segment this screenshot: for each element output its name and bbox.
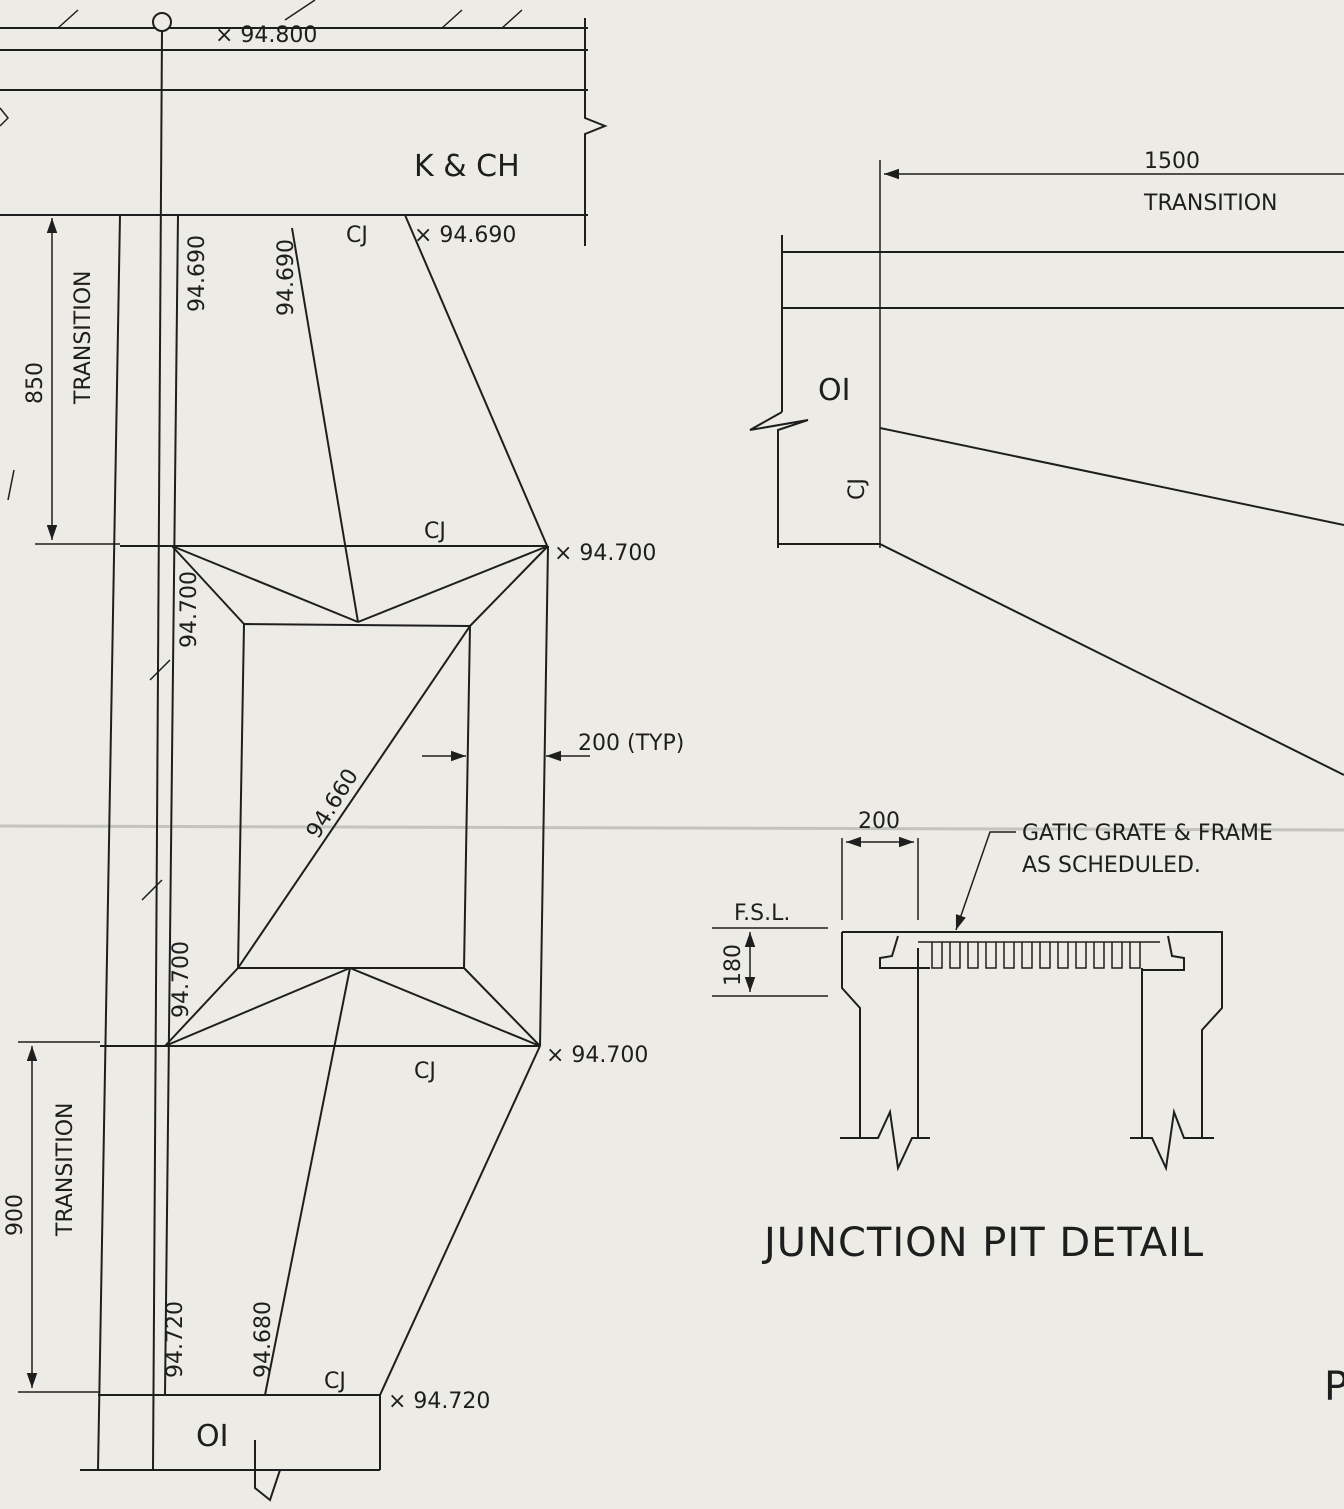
grate-note-line2: AS SCHEDULED. [1022,853,1201,878]
plan-annotations: × 94.800 K & CH CJ × 94.690 94.690 94.69… [3,23,684,1454]
edge-fragment-letter: P [1324,1364,1344,1410]
label-cj-elev: CJ [845,478,870,500]
label-transition-top: TRANSITION [71,271,96,406]
level-bottom-mid: 94.680 [251,1301,276,1378]
level-pit-bottom-right: × 94.700 [546,1043,648,1068]
label-fsl: F.S.L. [734,901,790,926]
label-transition-elev: TRANSITION [1143,191,1278,216]
label-transition-bottom: TRANSITION [53,1103,78,1238]
dim-200-typ: 200 (TYP) [578,731,684,756]
grate-note-line1: GATIC GRATE & FRAME [1022,821,1273,846]
level-pit-top-right: × 94.700 [554,541,656,566]
dim-900: 900 [3,1194,28,1236]
elevation-annotations: 1500 TRANSITION OI CJ [818,149,1278,500]
level-kerb-left: 94.690 [185,235,210,312]
level-top-road: × 94.800 [215,23,317,48]
label-kerb: K & CH [414,149,520,184]
elevation-view [749,160,1344,776]
level-kerb-right: × 94.690 [414,223,516,248]
label-oi-elev: OI [818,373,850,408]
dim-850: 850 [23,362,48,404]
label-cj-pit-bottom: CJ [414,1059,436,1084]
label-cj-top: CJ [346,223,368,248]
level-pit-center: 94.660 [302,765,364,844]
level-bottom-left: 94.720 [163,1301,188,1378]
paper-crease [0,824,1344,832]
label-cj-pit-top: CJ [424,519,446,544]
dim-200-pit: 200 [858,809,900,834]
label-cj-bottom: CJ [324,1369,346,1394]
survey-station-marker [152,12,172,32]
junction-pit-section [712,831,1223,1172]
dim-1500: 1500 [1144,149,1200,174]
level-pit-bottom-left: 94.700 [169,941,194,1018]
level-bottom-right: × 94.720 [388,1389,490,1414]
gatic-grate-bars [918,941,1160,969]
road-hatching [0,0,523,127]
dim-180: 180 [721,944,746,986]
pit-detail-annotations: 200 GATIC GRATE & FRAME AS SCHEDULED. F.… [721,809,1344,1410]
label-oi-bottom: OI [196,1419,228,1454]
plan-view [0,0,608,1502]
level-pit-top-left: 94.700 [177,571,202,648]
detail-title: JUNCTION PIT DETAIL [761,1220,1204,1266]
level-kerb-mid: 94.690 [274,239,299,316]
